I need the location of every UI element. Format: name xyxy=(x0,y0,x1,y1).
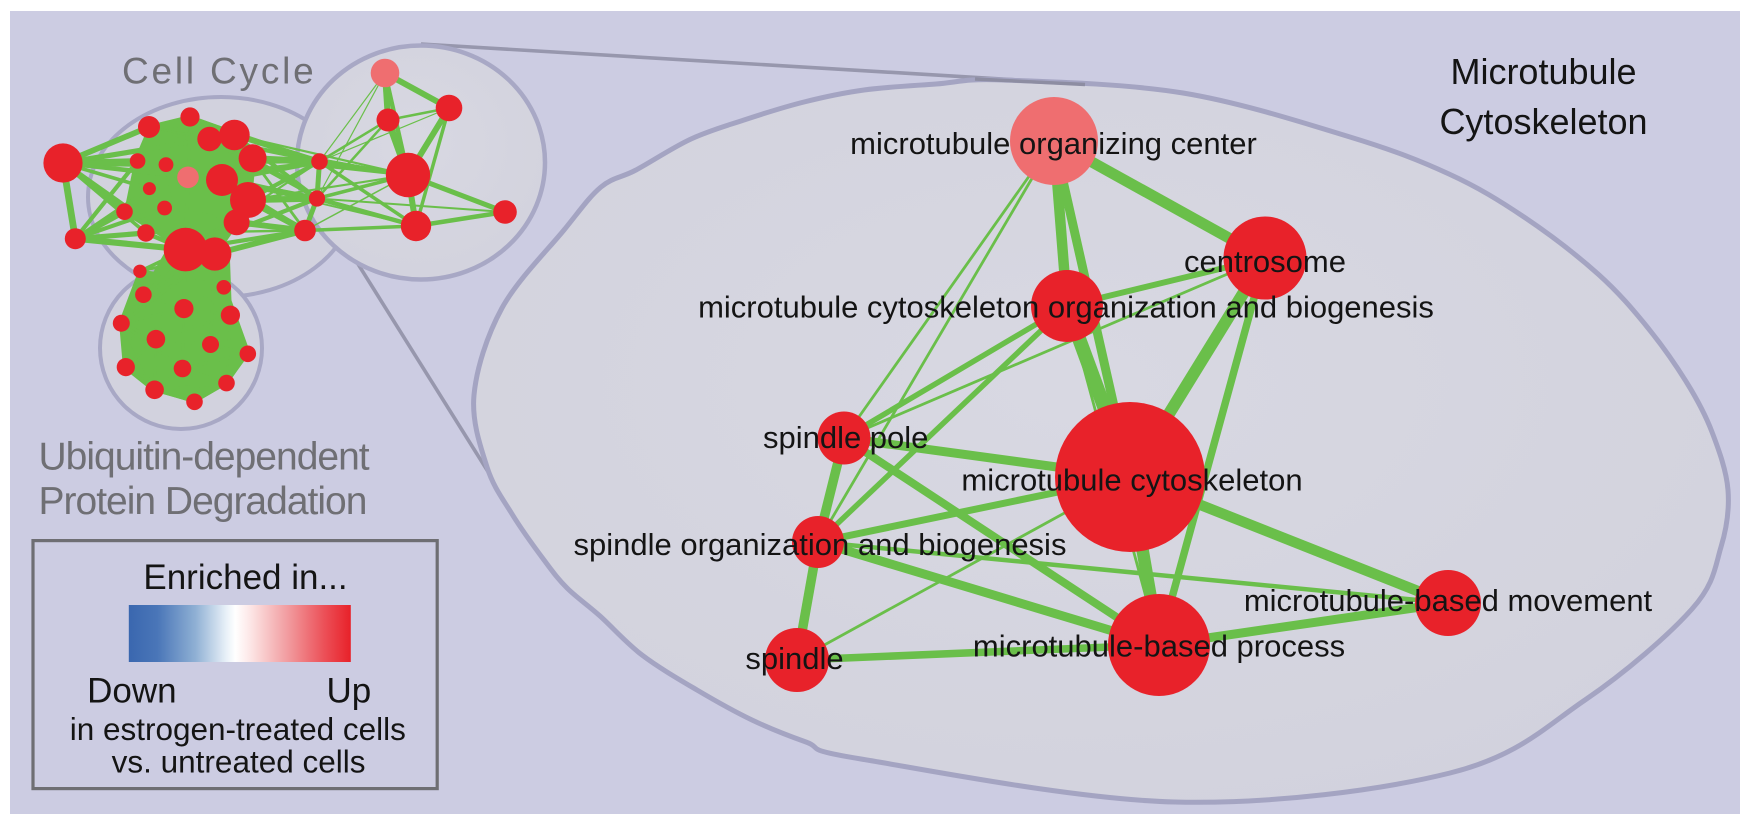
svg-text:microtubule cytoskeleton: microtubule cytoskeleton xyxy=(961,463,1302,498)
svg-text:spindle: spindle xyxy=(745,641,843,676)
svg-text:Cytoskeleton: Cytoskeleton xyxy=(1439,101,1647,142)
svg-text:centrosome: centrosome xyxy=(1184,244,1346,279)
svg-text:spindle pole: spindle pole xyxy=(763,420,928,455)
svg-text:spindle organization and bioge: spindle organization and biogenesis xyxy=(574,527,1067,562)
svg-text:Microtubule: Microtubule xyxy=(1450,51,1636,92)
svg-text:microtubule cytoskeleton organ: microtubule cytoskeleton organization an… xyxy=(698,290,1434,325)
svg-text:Cell Cycle: Cell Cycle xyxy=(122,51,317,92)
svg-text:in estrogen-treated cells: in estrogen-treated cells xyxy=(70,711,406,747)
svg-text:microtubule organizing center: microtubule organizing center xyxy=(850,126,1257,161)
svg-text:Ubiquitin-dependent: Ubiquitin-dependent xyxy=(39,436,370,479)
svg-text:microtubule-based process: microtubule-based process xyxy=(973,629,1345,664)
svg-text:Enriched in...: Enriched in... xyxy=(143,558,347,597)
svg-text:Protein Degradation: Protein Degradation xyxy=(39,480,367,523)
svg-text:microtubule-based movement: microtubule-based movement xyxy=(1244,583,1653,618)
svg-text:Down: Down xyxy=(87,672,176,711)
svg-text:Up: Up xyxy=(326,672,371,711)
svg-text:vs. untreated cells: vs. untreated cells xyxy=(112,744,366,780)
